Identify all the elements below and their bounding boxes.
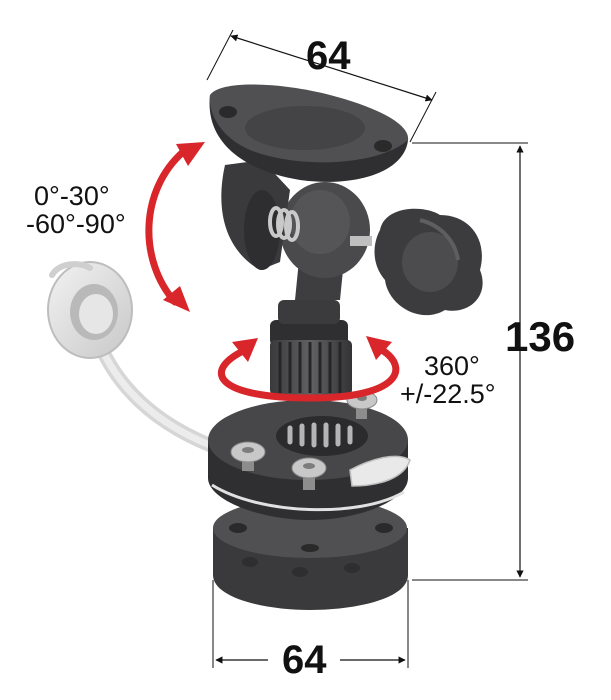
screw <box>291 457 327 490</box>
rotate-angle-label: 360° +/-22.5° <box>400 352 496 409</box>
height-dimension-line <box>412 142 528 581</box>
spring <box>268 206 300 242</box>
top-width-label: 64 <box>306 34 351 78</box>
dust-cap <box>47 261 219 453</box>
bottom-width-label: 64 <box>282 638 327 682</box>
screw <box>230 441 266 471</box>
tilt-clamp <box>221 160 300 270</box>
ball-joint <box>280 182 372 300</box>
knob <box>374 208 483 316</box>
top-dimension-line <box>206 29 437 143</box>
circular-rotate-arrow-icon <box>217 336 400 402</box>
height-label: 136 <box>505 313 576 360</box>
rotate-angle-line-1: 360° <box>424 351 480 381</box>
double-curved-arrow-icon <box>145 142 205 312</box>
splined-stem <box>270 300 352 395</box>
mounting-plate <box>209 84 409 182</box>
tilt-angle-line-2: -60°-90° <box>26 209 126 240</box>
tilt-angle-line-1: 0°-30° <box>34 181 110 211</box>
rotate-angle-line-2: +/-22.5° <box>400 379 496 410</box>
bottom-dimension-line <box>212 580 409 668</box>
tilt-angle-label: 0°-30° -60°-90° <box>26 182 126 239</box>
